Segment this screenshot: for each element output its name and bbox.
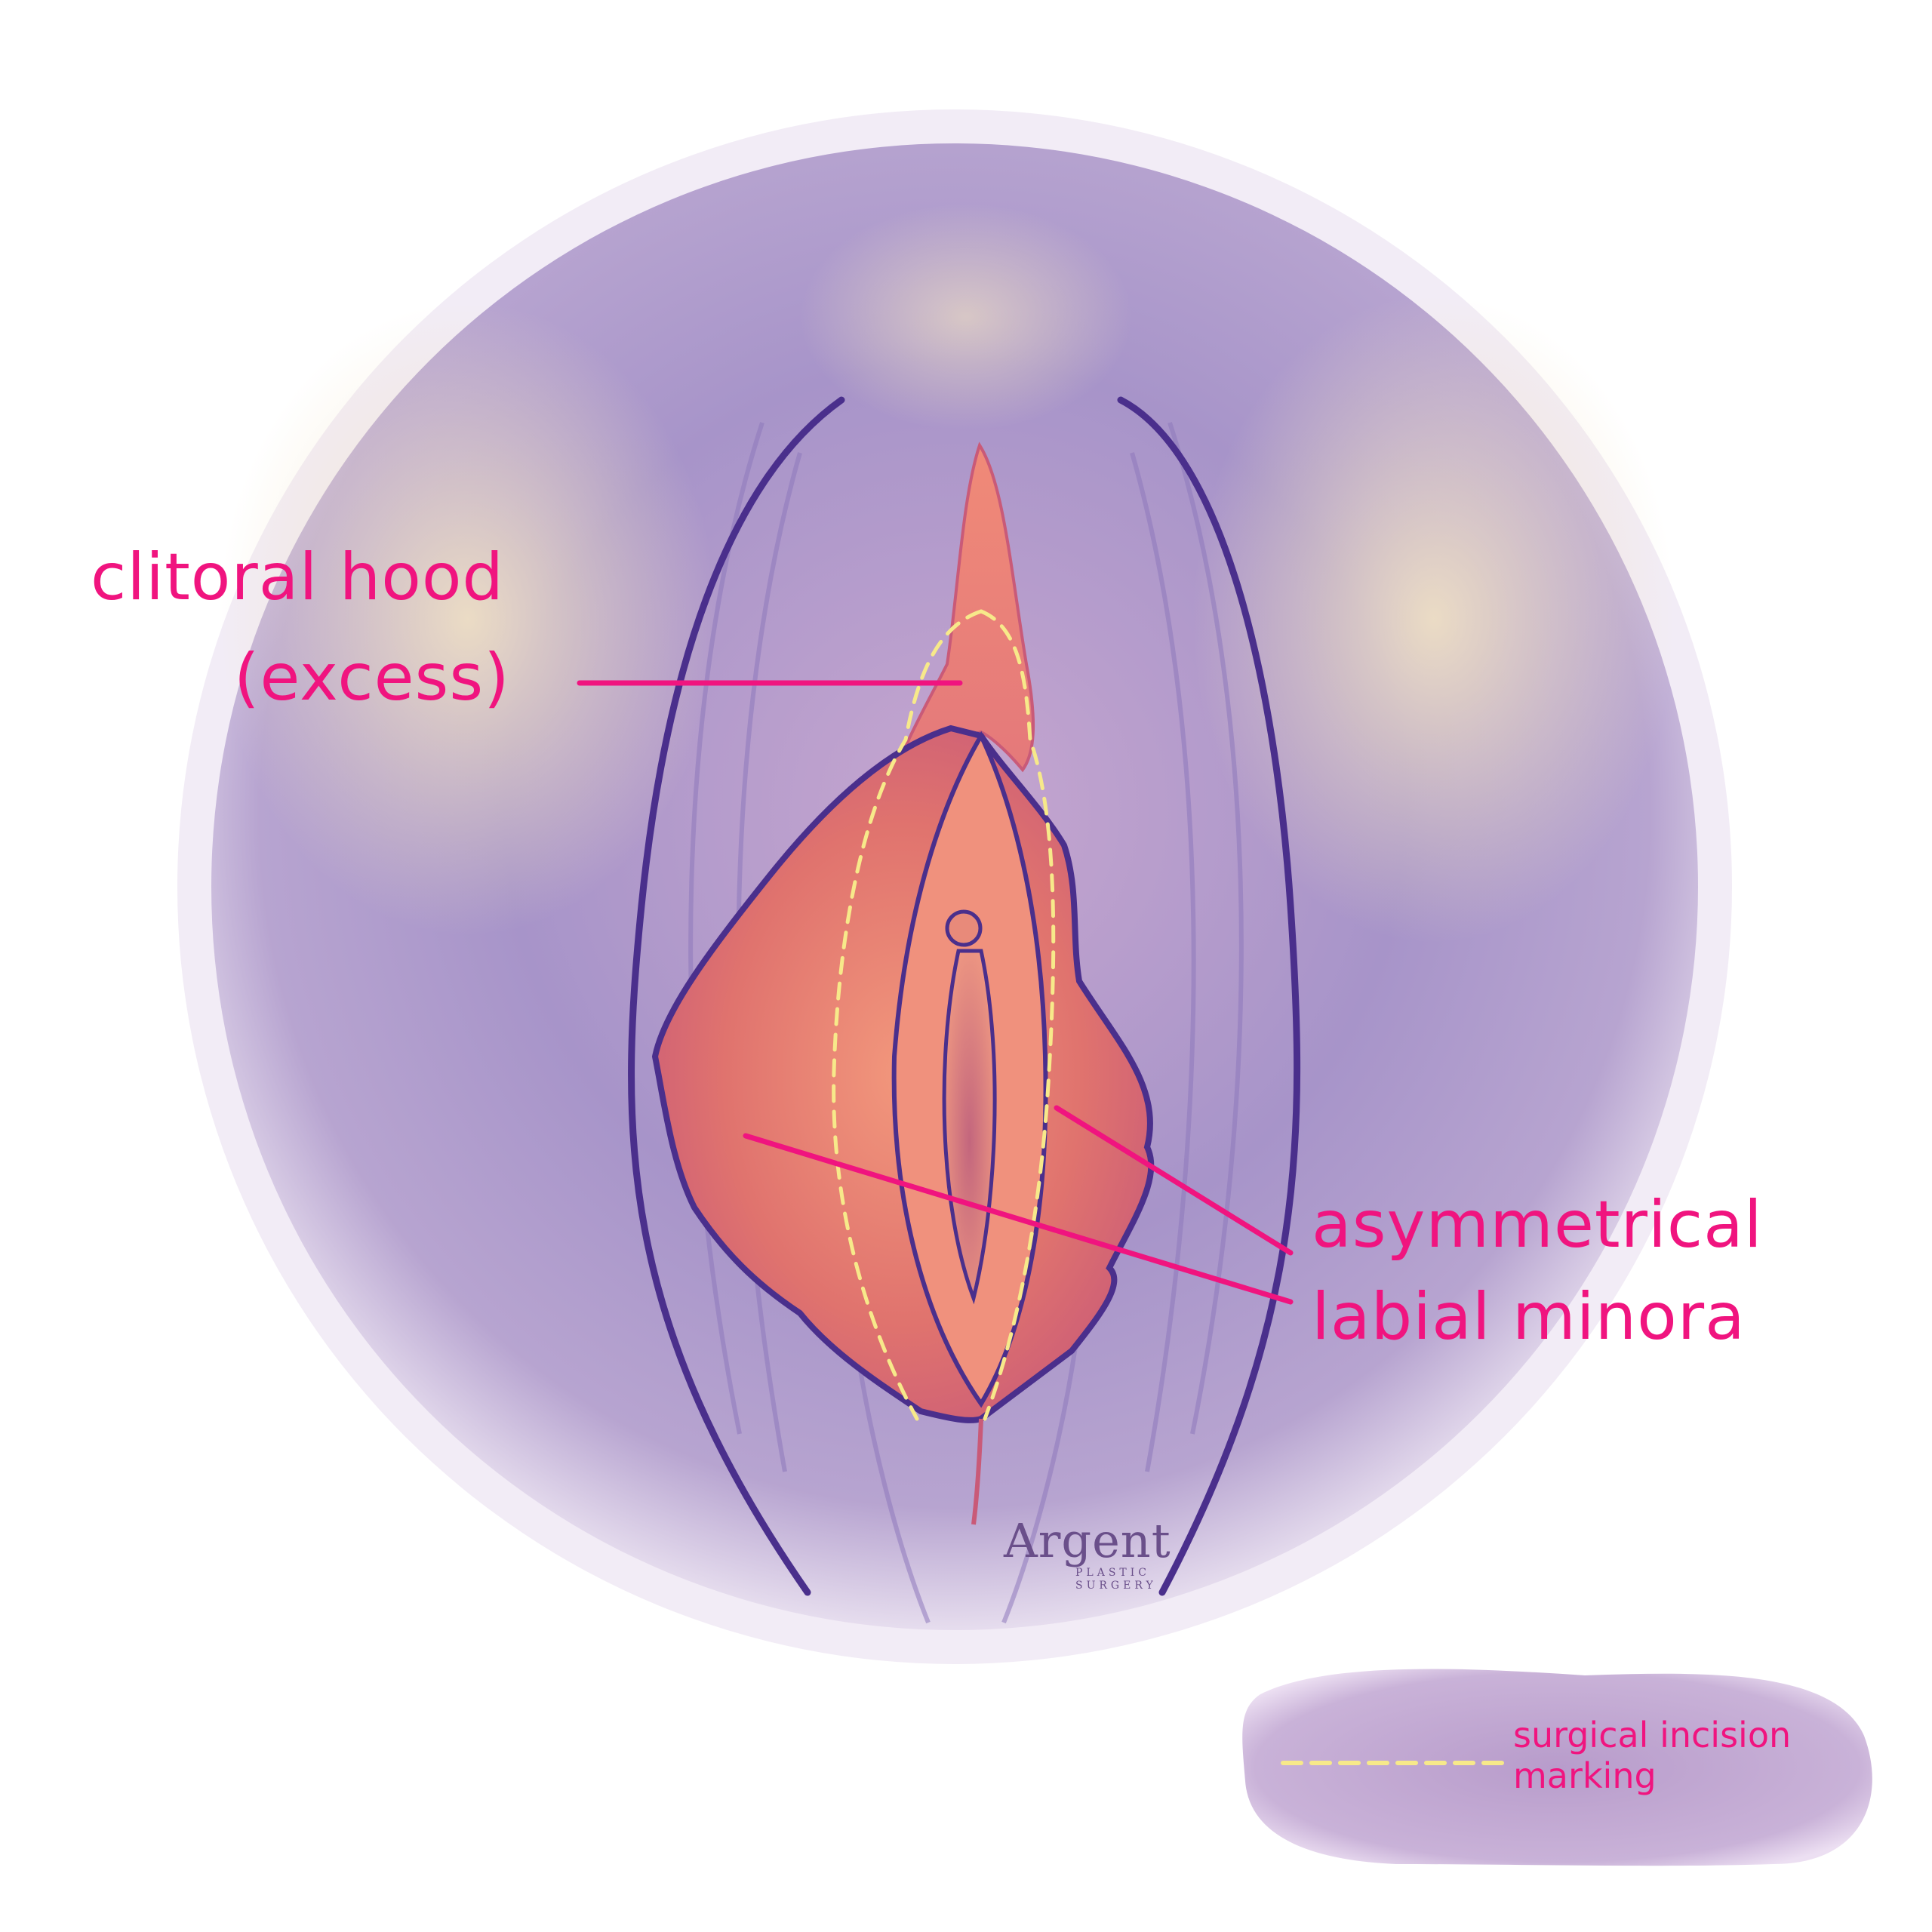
pointer-lines: [577, 680, 1294, 1305]
inner-opening: [942, 949, 997, 1305]
label-clitoral-hood: clitoral hood: [91, 540, 505, 615]
logo-subtitle: PLASTIC SURGERY: [1075, 1567, 1171, 1592]
fold-texture: [688, 422, 1244, 1624]
label-labial-minora: labial minora: [1312, 1279, 1746, 1355]
argent-logo: Argent PLASTIC SURGERY: [1004, 1513, 1171, 1592]
pointer-labia-left: [743, 1133, 1294, 1305]
incision-marking: [832, 609, 1056, 1421]
legend-blob: [1242, 1669, 1872, 1866]
logo-name: Argent: [1004, 1513, 1171, 1568]
legend-label: surgical incision marking: [1513, 1715, 1792, 1797]
warm-highlight-top: [800, 204, 1132, 430]
logo-sub-line2: SURGERY: [1075, 1579, 1157, 1592]
urethral-opening: [945, 909, 983, 947]
label-clitoral-hood-excess: (excess): [234, 640, 510, 715]
warm-highlight-right: [1192, 294, 1675, 943]
lower-seam: [971, 1418, 983, 1525]
warm-highlight-left: [219, 302, 717, 936]
label-asymmetrical: asymmetrical: [1312, 1187, 1763, 1263]
pointer-labia-right: [1054, 1105, 1294, 1256]
logo-sub-line1: PLASTIC: [1075, 1567, 1150, 1579]
outer-outline: [628, 396, 1301, 1596]
